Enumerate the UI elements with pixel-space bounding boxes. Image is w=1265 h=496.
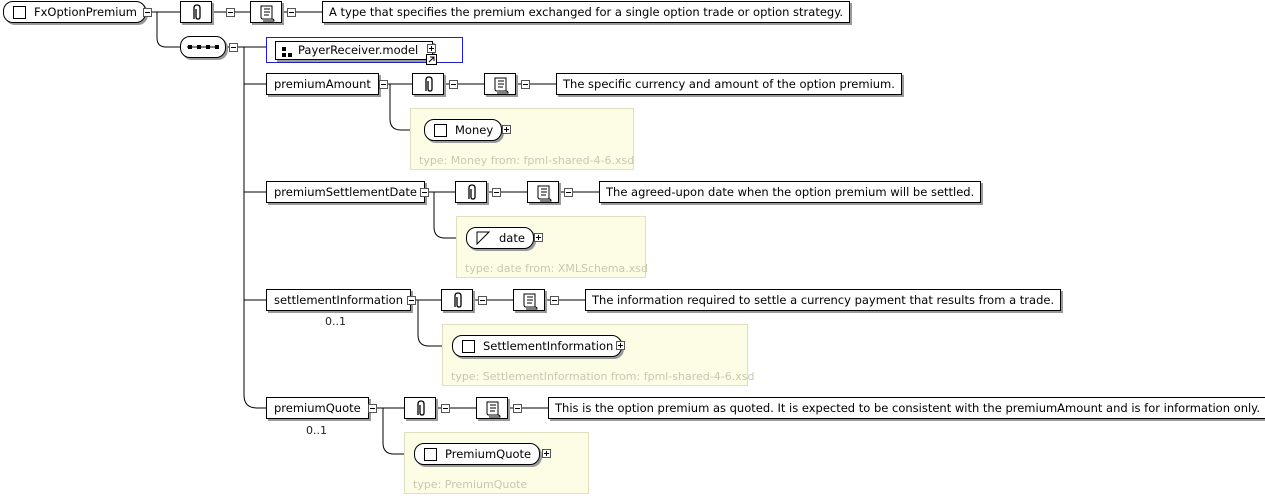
cardinality: 0..1 — [325, 315, 346, 328]
type-name: SettlementInformation — [483, 339, 614, 353]
premium-amount-annotation-toggle[interactable] — [449, 80, 458, 89]
premium-settlement-date-type-box: type: date from: XMLSchema.xsd — [456, 216, 648, 278]
square-icon — [434, 124, 447, 137]
root-collapse-toggle[interactable] — [143, 8, 152, 17]
settlement-information-documentation-toggle[interactable] — [550, 296, 559, 305]
type-money-expand-toggle[interactable] — [502, 125, 511, 134]
premium-quote-annotation-toggle[interactable] — [441, 404, 450, 413]
premium-amount-documentation-toggle[interactable] — [521, 80, 530, 89]
documentation-text: This is the option premium as quoted. It… — [555, 401, 1260, 415]
premium-settlement-date-annotation[interactable] — [455, 181, 487, 203]
settlement-information-collapse-toggle[interactable] — [407, 296, 416, 305]
sequence-icon — [187, 45, 219, 49]
settlement-information-annotation[interactable] — [441, 289, 473, 311]
premium-quote-annotation[interactable] — [404, 397, 436, 419]
square-icon — [424, 448, 437, 461]
type-money[interactable]: Money — [424, 119, 503, 141]
paperclip-icon — [454, 292, 462, 308]
premium-quote-documentation-toggle[interactable] — [513, 404, 522, 413]
premium-amount-documentation: The specific currency and amount of the … — [556, 73, 902, 95]
type-label: type: SettlementInformation from: fpml-s… — [451, 370, 755, 383]
settlement-information-annotation-toggle[interactable] — [478, 296, 487, 305]
documentation-text: The agreed-upon date when the option pre… — [606, 185, 975, 199]
type-settlement-information-expand-toggle[interactable] — [616, 341, 625, 350]
paperclip-icon — [425, 76, 433, 92]
model-group-name: PayerReceiver.model — [298, 43, 419, 57]
settlement-information-documentation-icon-box[interactable] — [513, 289, 545, 311]
root-documentation-text: A type that specifies the premium exchan… — [329, 5, 844, 19]
sequence-compositor[interactable] — [180, 36, 226, 58]
model-group-ref[interactable]: PayerReceiver.model — [266, 37, 463, 65]
premium-settlement-date-documentation-icon-box[interactable] — [527, 181, 559, 203]
documentation-text: The information required to settle a cur… — [592, 293, 1055, 307]
premium-quote-documentation-icon-box[interactable] — [476, 397, 508, 419]
reference-arrow-icon — [426, 54, 437, 65]
documentation-text: The specific currency and amount of the … — [563, 77, 895, 91]
settlement-information-documentation: The information required to settle a cur… — [585, 289, 1062, 311]
model-group-label: PayerReceiver.model — [275, 41, 437, 65]
root-annotation-toggle[interactable] — [226, 8, 235, 17]
root-annotation[interactable] — [180, 1, 212, 23]
element-premium-amount[interactable]: premiumAmount — [266, 73, 379, 95]
square-icon — [462, 340, 475, 353]
paperclip-icon — [193, 4, 201, 20]
scroll-icon — [523, 293, 538, 310]
paperclip-icon — [468, 184, 476, 200]
model-group-icon — [282, 47, 292, 57]
element-name: premiumQuote — [274, 401, 361, 415]
premium-quote-collapse-toggle[interactable] — [368, 404, 377, 413]
sequence-collapse-toggle[interactable] — [229, 43, 238, 52]
premium-settlement-date-documentation-toggle[interactable] — [564, 188, 573, 197]
scroll-icon — [494, 77, 509, 94]
element-premium-settlement-date[interactable]: premiumSettlementDate — [266, 181, 425, 203]
root-documentation-icon-box[interactable] — [250, 1, 282, 23]
premium-settlement-date-annotation-toggle[interactable] — [492, 188, 501, 197]
type-date[interactable]: date — [466, 227, 534, 249]
scroll-icon — [486, 401, 501, 418]
premium-amount-collapse-toggle[interactable] — [379, 80, 388, 89]
element-name: premiumSettlementDate — [274, 185, 417, 199]
type-settlement-information[interactable]: SettlementInformation — [452, 335, 623, 357]
premium-amount-annotation[interactable] — [412, 73, 444, 95]
premium-amount-documentation-icon-box[interactable] — [484, 73, 516, 95]
type-label: type: PremiumQuote — [413, 478, 528, 491]
type-premium-quote[interactable]: PremiumQuote — [414, 443, 541, 465]
type-name: date — [499, 231, 525, 245]
premium-settlement-date-collapse-toggle[interactable] — [420, 188, 429, 197]
premium-settlement-date-documentation: The agreed-upon date when the option pre… — [599, 181, 982, 203]
model-group-expand-toggle[interactable] — [427, 44, 436, 53]
root-documentation-toggle[interactable] — [287, 8, 296, 17]
element-settlement-information[interactable]: settlementInformation — [266, 289, 411, 311]
paperclip-icon — [417, 400, 425, 416]
scroll-icon — [537, 185, 552, 202]
type-date-expand-toggle[interactable] — [534, 233, 543, 242]
element-name: premiumAmount — [274, 77, 371, 91]
root-type-name: FxOptionPremium — [34, 5, 137, 19]
root-documentation: A type that specifies the premium exchan… — [322, 1, 851, 23]
type-premium-quote-expand-toggle[interactable] — [542, 449, 551, 458]
type-name: PremiumQuote — [445, 447, 532, 461]
cardinality: 0..1 — [306, 424, 327, 437]
element-premium-quote[interactable]: premiumQuote — [266, 397, 369, 419]
element-name: settlementInformation — [274, 293, 403, 307]
type-name: Money — [455, 123, 494, 137]
premium-quote-documentation: This is the option premium as quoted. It… — [548, 397, 1265, 419]
type-label: type: date from: XMLSchema.xsd — [465, 262, 648, 275]
square-icon — [13, 6, 26, 19]
type-label: type: Money from: fpml-shared-4-6.xsd — [419, 154, 635, 167]
scroll-icon — [260, 5, 275, 22]
root-complex-type[interactable]: FxOptionPremium — [3, 1, 146, 23]
triangle-icon — [476, 231, 490, 245]
